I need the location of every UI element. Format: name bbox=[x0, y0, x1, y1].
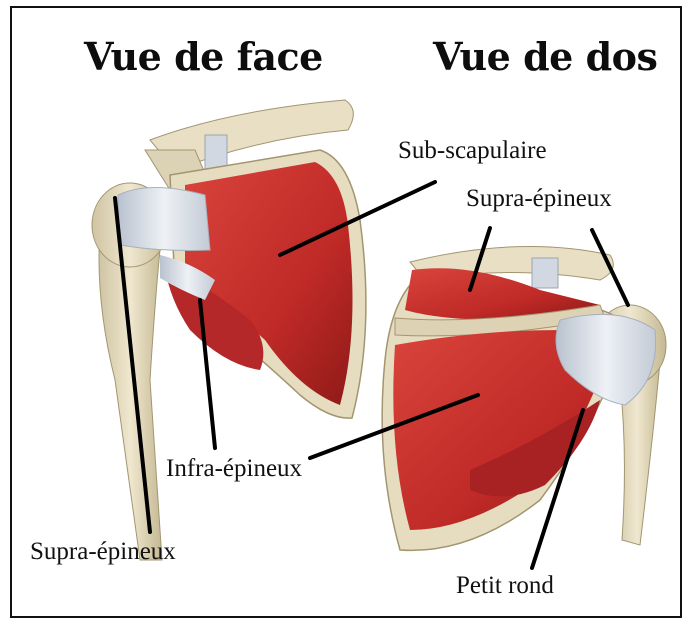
label-petit-rond: Petit rond bbox=[456, 572, 554, 600]
front-humerus bbox=[99, 230, 162, 560]
title-front-view: Vue de face bbox=[84, 34, 323, 79]
title-back-view: Vue de dos bbox=[433, 34, 657, 79]
label-supra-epineux-back: Supra-épineux bbox=[466, 185, 612, 213]
front-view-anatomy bbox=[92, 100, 366, 560]
label-infra-epineux: Infra-épineux bbox=[166, 455, 302, 483]
front-supraspinatus-tendon bbox=[118, 188, 210, 251]
label-sub-scapulaire: Sub-scapulaire bbox=[398, 137, 547, 165]
label-supra-epineux-front: Supra-épineux bbox=[30, 538, 176, 566]
back-ligament bbox=[532, 258, 558, 288]
